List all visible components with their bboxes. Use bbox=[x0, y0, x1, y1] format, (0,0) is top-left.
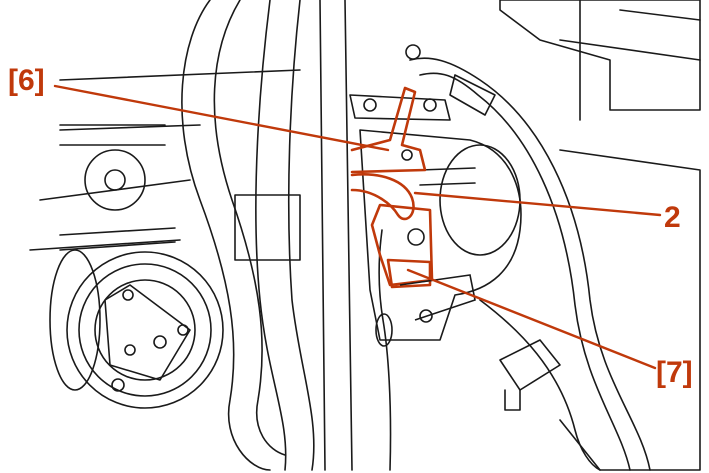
lower-right-hose bbox=[479, 299, 601, 471]
plate-bolt-5 bbox=[111, 378, 125, 392]
callout-label-7: [7] bbox=[656, 356, 693, 389]
highlighted-fitting-2 bbox=[350, 173, 415, 221]
top-fitting bbox=[405, 44, 421, 60]
callout-label-2: 2 bbox=[664, 201, 681, 234]
right-tube bbox=[419, 167, 476, 186]
left-curved-hose-outer bbox=[181, 0, 271, 471]
bracket-bolt-2 bbox=[423, 98, 437, 112]
highlighted-box-7 bbox=[386, 258, 432, 289]
hose-fitting-sleeve bbox=[449, 74, 496, 116]
pulley-plate bbox=[104, 284, 191, 381]
idler-pulley bbox=[84, 149, 146, 211]
sensor-stem bbox=[504, 389, 521, 411]
plate-bolt-1 bbox=[122, 289, 134, 301]
leader-line-2 bbox=[413, 191, 662, 217]
pulley-side bbox=[49, 249, 101, 391]
pulley-outer bbox=[66, 251, 224, 409]
lower-sensor bbox=[499, 339, 561, 391]
center-hose-right bbox=[287, 0, 315, 471]
callout-label-6: [6] bbox=[8, 64, 45, 97]
left-curved-hose-inner bbox=[213, 0, 286, 456]
center-post-right bbox=[344, 0, 353, 471]
upper-hose-inner bbox=[419, 72, 631, 471]
bracket-foot-bolt bbox=[419, 309, 433, 323]
cylinder-block bbox=[234, 194, 301, 261]
fitting-bolt bbox=[407, 228, 425, 246]
plate-bolt-4 bbox=[153, 335, 167, 349]
harness-connector bbox=[375, 313, 393, 347]
right-upper-housing bbox=[499, 0, 701, 111]
bracket-bolt-1 bbox=[363, 98, 377, 112]
pulley-rim bbox=[78, 263, 212, 397]
leader-line-7 bbox=[406, 268, 657, 370]
horizontal-tube-1 bbox=[59, 124, 166, 146]
highlighted-pipe-6 bbox=[350, 86, 427, 174]
center-hose-left bbox=[255, 0, 287, 471]
sensor-harness bbox=[378, 229, 392, 471]
upper-hose bbox=[409, 57, 651, 471]
idler-hub bbox=[104, 169, 126, 191]
horizontal-tube-2 bbox=[59, 227, 176, 251]
plate-bolt-2 bbox=[177, 324, 189, 336]
highlighted-bracket-7 bbox=[370, 203, 434, 287]
plate-bolt-3 bbox=[124, 344, 136, 356]
center-post-left bbox=[319, 0, 326, 471]
right-lower-housing bbox=[559, 149, 701, 471]
compressor-end bbox=[439, 144, 521, 256]
pipe-nut bbox=[401, 149, 413, 161]
leader-line-6 bbox=[53, 84, 390, 152]
compressor-body bbox=[359, 129, 522, 341]
pulley-inner bbox=[94, 279, 196, 381]
